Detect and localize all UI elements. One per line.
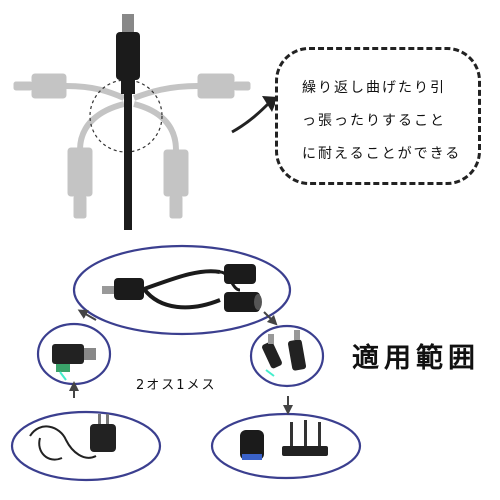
- ghost-cable-right: [132, 73, 251, 101]
- callout-line-1: 繰り返し曲げたり引: [302, 80, 446, 96]
- y-cable-frame: [72, 244, 292, 336]
- feature-callout: 繰り返し曲げたり引 っ張ったりすること に耐えることができる: [275, 47, 481, 185]
- callout-line-3: に耐えることができる: [302, 146, 462, 162]
- bending-demo: [13, 14, 251, 230]
- arrow-icon: [231, 100, 272, 134]
- callout-line-2: っ張ったりすること: [302, 113, 446, 129]
- conversion-label: 2オス1メス: [136, 378, 217, 393]
- power-adapter-frame: [10, 410, 162, 482]
- ghost-cable-left: [13, 73, 126, 101]
- power-adapter-icon: [29, 414, 116, 461]
- dc-plugs-icon: [262, 330, 307, 377]
- ghost-cable-down-right: [133, 101, 189, 219]
- main-cable: [116, 14, 140, 230]
- flow-arrows: [69, 309, 293, 415]
- dc-adapter-icon: [52, 344, 96, 381]
- usage-title: 適用範囲: [352, 343, 480, 374]
- speaker-icon: [240, 430, 264, 460]
- router-icon: [282, 420, 328, 456]
- plugs-frame: [249, 324, 325, 388]
- y-splitter-cable: [102, 264, 262, 312]
- ghost-cable-down-left: [67, 101, 125, 219]
